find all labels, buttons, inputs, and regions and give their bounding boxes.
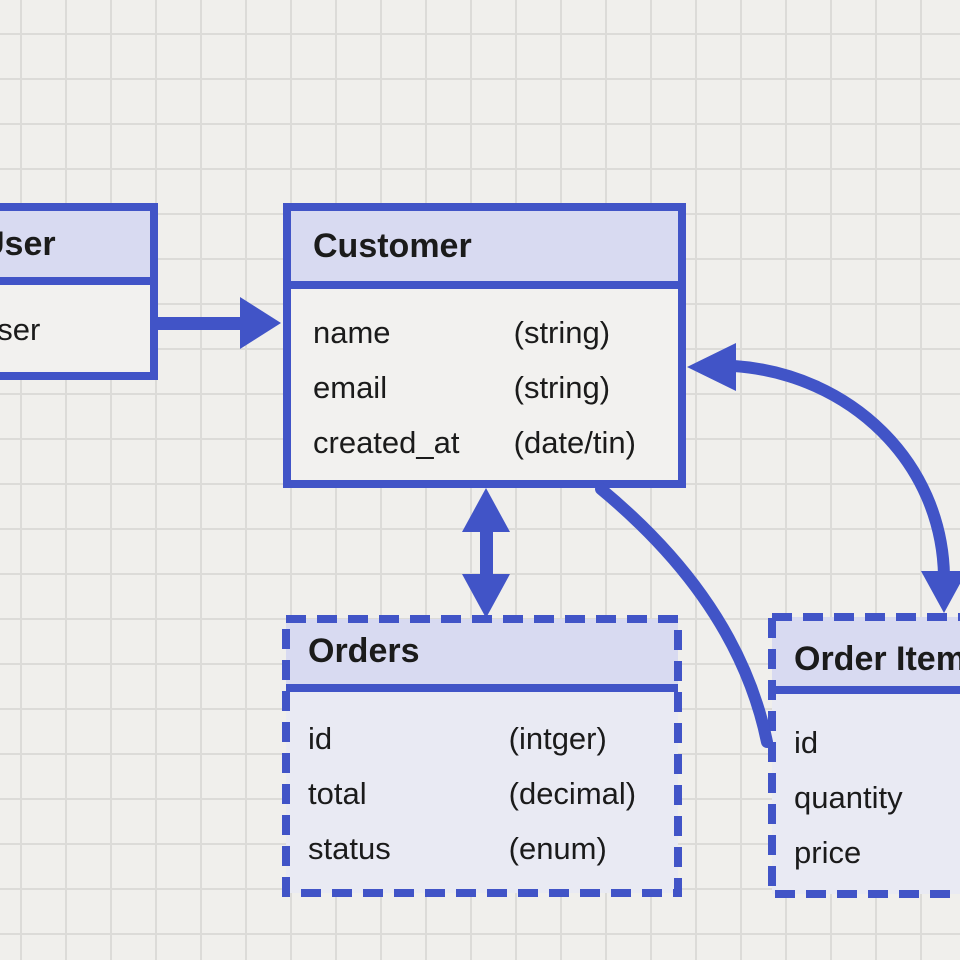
field-name: status (308, 831, 391, 866)
field-row: user (0, 302, 150, 357)
arrow-shaft (480, 528, 493, 580)
table-customer-header: Customer (291, 211, 678, 289)
field-type: (date/tin) (513, 425, 636, 460)
field-name: email (313, 370, 388, 405)
field-row: name (string) (313, 305, 678, 360)
table-order-items[interactable]: Order Items id quantity price (772, 617, 960, 894)
table-user-title: User (0, 225, 56, 263)
field-type: (decimal) (508, 776, 637, 811)
arrowhead-right-icon (240, 297, 281, 349)
table-orders-fields: id (intger) total (decimal) status (enum… (286, 692, 678, 876)
arrow-curve (733, 360, 950, 577)
field-row: price (794, 825, 960, 880)
field-type: (enum) (508, 831, 607, 866)
table-customer-fields: name (string) email (string) created_at … (291, 289, 678, 470)
table-user[interactable]: User user (0, 203, 158, 380)
table-customer-title: Customer (313, 227, 472, 265)
field-row: id (794, 715, 960, 770)
field-name: id (794, 725, 819, 760)
arrowhead-down-icon (921, 571, 960, 613)
field-row: email (string) (313, 360, 678, 415)
field-row: id (intger) (308, 711, 678, 766)
field-name: id (308, 721, 333, 756)
arrow-customer-orders (462, 488, 510, 618)
field-name: name (313, 315, 391, 350)
field-name: user (0, 312, 41, 347)
field-name: price (794, 835, 862, 870)
table-customer[interactable]: Customer name (string) email (string) cr… (283, 203, 686, 488)
table-user-header: User (0, 211, 150, 285)
field-row: total (decimal) (308, 766, 678, 821)
field-name: created_at (313, 425, 460, 460)
table-orders-title: Orders (308, 632, 420, 670)
table-orders-header: Orders (286, 619, 678, 692)
field-type: (string) (513, 370, 611, 405)
field-name: total (308, 776, 367, 811)
arrowhead-left-icon (687, 343, 736, 391)
field-name: quantity (794, 780, 903, 815)
field-type: (intger) (508, 721, 607, 756)
field-row: status (enum) (308, 821, 678, 876)
field-row: created_at (date/tin) (313, 415, 678, 470)
arrow-user-to-customer (158, 297, 281, 349)
field-row: quantity (794, 770, 960, 825)
table-user-fields: user (0, 285, 150, 357)
table-order-items-fields: id quantity price (772, 694, 960, 880)
table-order-items-header: Order Items (772, 617, 960, 694)
field-type: (string) (513, 315, 611, 350)
table-orders[interactable]: Orders id (intger) total (decimal) statu… (286, 619, 678, 893)
arrow-customer-order-items (687, 343, 960, 613)
arrowhead-up-icon (462, 488, 510, 532)
arrowhead-down-icon (462, 574, 510, 618)
table-order-items-title: Order Items (794, 640, 960, 678)
